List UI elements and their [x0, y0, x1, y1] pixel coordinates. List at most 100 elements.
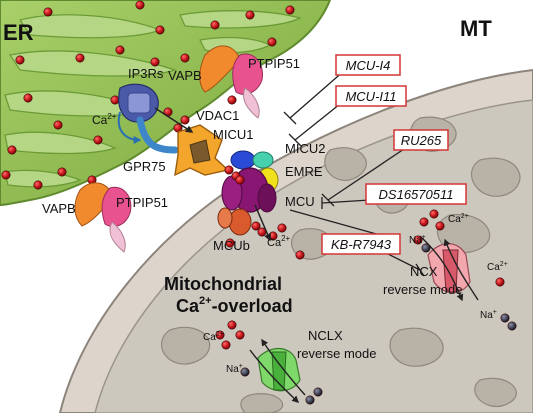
- calcium-ion: [23, 93, 33, 103]
- vapb-top-protein: [199, 45, 241, 93]
- calcium-ion: [43, 7, 53, 17]
- calcium-ion: [435, 221, 445, 231]
- inhibitor-box-kb-r7943: KB-R7943: [321, 233, 401, 255]
- calcium-ion: [115, 45, 125, 55]
- mt-region-label: MT: [460, 16, 492, 41]
- grp75-arrow: [117, 111, 142, 144]
- nclx-ions: [215, 320, 323, 405]
- calcium-ion: [235, 175, 245, 185]
- vapb-bottom-protein: [74, 182, 113, 227]
- er-region-label: ER: [3, 20, 34, 45]
- calcium-ion: [267, 37, 277, 47]
- vapb-top-label: VAPB: [168, 68, 202, 83]
- ncx-mode-label: reverse mode: [383, 282, 462, 297]
- calcium-ion: [227, 95, 237, 105]
- calcium-ion: [413, 235, 423, 245]
- sodium-ion: [305, 395, 315, 405]
- inhibitor-label: RU265: [401, 133, 442, 148]
- micu1-subunit: [230, 150, 256, 170]
- calcium-ion: [110, 95, 120, 105]
- calcium-ion: [215, 330, 225, 340]
- mcu-label: MCU: [285, 194, 315, 209]
- tether-top: [199, 45, 264, 119]
- calcium-ion: [7, 145, 17, 155]
- ncx-na-out-label: Na+: [480, 309, 497, 321]
- cristae: [160, 116, 521, 413]
- calcium-ion: [150, 57, 160, 67]
- calcium-ion: [419, 217, 429, 227]
- calcium-ion: [210, 20, 220, 30]
- mitochondrion: [58, 68, 533, 413]
- inhibitor-label: KB-R7943: [331, 237, 392, 252]
- ncx-transporter: [419, 235, 479, 302]
- mcub-label: MCUb: [213, 238, 250, 253]
- ptpip51-bottom-protein: [101, 186, 132, 227]
- sodium-ion: [240, 367, 250, 377]
- calcium-ion: [93, 135, 103, 145]
- overload-title-line1: Mitochondrial: [164, 274, 282, 294]
- mito-ca-label: Ca2+: [267, 234, 291, 249]
- ptpip51-top-label: PTPIP51: [248, 56, 300, 71]
- er-to-mito-arrow: [154, 107, 194, 133]
- mcub-subunit: [228, 208, 252, 236]
- calcium-ion: [245, 10, 255, 20]
- inhibitor-box-mcu-i11: MCU-I11: [335, 85, 407, 107]
- ip3r-channel: [118, 83, 159, 123]
- nclx-na-label: Na+: [226, 363, 243, 375]
- sodium-ion: [507, 321, 517, 331]
- vdac1-channel: [174, 124, 230, 177]
- inhibitor-box-ds16570511: DS16570511: [365, 183, 467, 205]
- micu1-label: MICU1: [213, 127, 253, 142]
- calcium-ion: [277, 223, 287, 233]
- overload-title-line2: Ca2+-overload: [176, 295, 293, 316]
- nclx-transporter: [249, 338, 306, 403]
- inhibitor-lines: [283, 69, 425, 277]
- calcium-ion: [75, 53, 85, 63]
- calcium-ion: [1, 170, 11, 180]
- inhibitor-label: DS16570511: [379, 187, 454, 202]
- calcium-ion: [180, 53, 190, 63]
- ncx-ca-out-label: Ca2+: [487, 261, 508, 273]
- mcu-complex: [217, 150, 279, 236]
- micu2-label: MICU2: [285, 141, 325, 156]
- calcium-ion: [295, 250, 305, 260]
- calcium-ion: [155, 25, 165, 35]
- calcium-ion: [495, 277, 505, 287]
- vapb-bottom-label: VAPB: [42, 201, 76, 216]
- inhibitor-label: MCU-I11: [345, 89, 396, 104]
- calcium-ion: [221, 340, 231, 350]
- calcium-ion: [53, 120, 63, 130]
- mcu-uptake-arrow: [254, 204, 272, 242]
- calcium-ion: [135, 0, 145, 10]
- inhibitor-label: MCU-I4: [346, 58, 391, 73]
- calcium-ion: [33, 180, 43, 190]
- calcium-ion: [429, 209, 439, 219]
- ncx-name-label: NCX: [410, 264, 438, 279]
- ncx-na-in-label: Na+: [409, 234, 426, 246]
- calcium-ion: [285, 5, 295, 15]
- emre-label: EMRE: [285, 164, 323, 179]
- nclx-name-label: NCLX: [308, 328, 343, 343]
- calcium-ion: [235, 330, 245, 340]
- ncx-ions: [413, 209, 517, 331]
- inhibitor-box-ru265: RU265: [393, 129, 449, 151]
- sodium-ion: [313, 387, 323, 397]
- vdac1-label: VDAC1: [196, 108, 239, 123]
- ncx-ca-in-label: Ca2+: [448, 213, 469, 225]
- ip3rs-label: IP3Rs: [128, 66, 164, 81]
- grp75-bridge: [136, 116, 179, 154]
- ptpip51-bottom-label: PTPIP51: [116, 195, 168, 210]
- micu2-subunit: [252, 151, 274, 169]
- grp75-label: GPR75: [123, 159, 166, 174]
- er-ca-label: Ca2+: [92, 112, 117, 127]
- calcium-ion: [180, 115, 190, 125]
- tether-bottom: [74, 182, 132, 253]
- calcium-ion: [227, 320, 237, 330]
- calcium-ion: [57, 167, 67, 177]
- sodium-ion: [500, 313, 510, 323]
- nclx-mode-label: reverse mode: [297, 346, 376, 361]
- inhibitor-box-mcu-i4: MCU-I4: [335, 54, 401, 76]
- nclx-ca-label: Ca2+: [203, 331, 224, 343]
- calcium-ion: [15, 55, 25, 65]
